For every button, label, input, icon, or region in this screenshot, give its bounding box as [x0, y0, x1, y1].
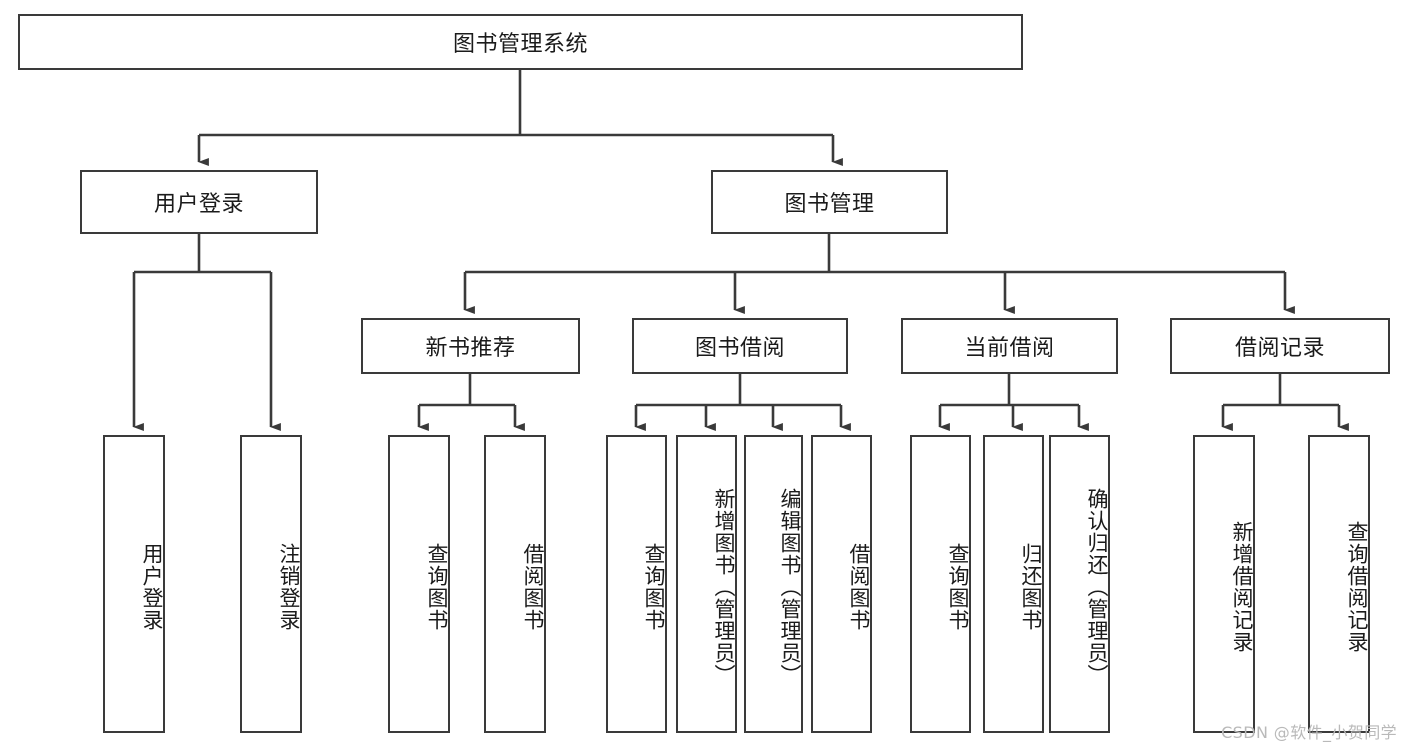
node-book-borrow[interactable]: 图书借阅 — [632, 318, 848, 374]
node-user-login[interactable]: 用户登录 — [80, 170, 318, 234]
leaf-add-book-admin-label: 新增图书（管理员） — [712, 488, 736, 686]
leaf-edit-book-admin[interactable]: 编辑图书（管理员） — [744, 435, 803, 733]
leaf-query-book-recommend-label: 查询图书 — [425, 543, 449, 631]
node-borrow-record[interactable]: 借阅记录 — [1170, 318, 1390, 374]
leaf-borrow-book[interactable]: 借阅图书 — [811, 435, 872, 733]
leaf-query-book-borrow-label: 查询图书 — [642, 543, 666, 631]
leaf-user-logout[interactable]: 注销登录 — [240, 435, 302, 733]
leaf-query-borrow-record[interactable]: 查询借阅记录 — [1308, 435, 1370, 733]
leaf-borrow-book-recommend[interactable]: 借阅图书 — [484, 435, 546, 733]
node-root-label: 图书管理系统 — [452, 32, 588, 57]
leaf-user-logout-label: 注销登录 — [277, 543, 301, 631]
leaf-user-login-label: 用户登录 — [140, 543, 164, 631]
leaf-query-borrow-record-label: 查询借阅记录 — [1345, 521, 1369, 653]
leaf-borrow-book-label: 借阅图书 — [847, 543, 871, 631]
node-current-borrow-label: 当前借阅 — [964, 336, 1055, 361]
node-user-login-label: 用户登录 — [153, 192, 244, 217]
leaf-add-borrow-record-label: 新增借阅记录 — [1230, 521, 1254, 653]
leaf-add-book-admin[interactable]: 新增图书（管理员） — [676, 435, 737, 733]
node-borrow-record-label: 借阅记录 — [1234, 336, 1325, 361]
node-new-book-recommend[interactable]: 新书推荐 — [361, 318, 580, 374]
node-book-manage-label: 图书管理 — [784, 192, 875, 217]
node-book-manage[interactable]: 图书管理 — [711, 170, 948, 234]
leaf-return-book[interactable]: 归还图书 — [983, 435, 1044, 733]
leaf-return-book-label: 归还图书 — [1019, 543, 1043, 631]
leaf-edit-book-admin-label: 编辑图书（管理员） — [778, 488, 802, 686]
node-book-borrow-label: 图书借阅 — [694, 336, 785, 361]
leaf-query-book-borrow[interactable]: 查询图书 — [606, 435, 667, 733]
csdn-watermark: CSDN @软件_小贺同学 — [1221, 723, 1397, 742]
leaf-query-book-current-label: 查询图书 — [946, 543, 970, 631]
leaf-user-login[interactable]: 用户登录 — [103, 435, 165, 733]
leaf-query-book-recommend[interactable]: 查询图书 — [388, 435, 450, 733]
leaf-confirm-return-admin-label: 确认归还（管理员） — [1085, 488, 1109, 686]
node-new-book-recommend-label: 新书推荐 — [425, 336, 516, 361]
node-root[interactable]: 图书管理系统 — [18, 14, 1023, 70]
leaf-query-book-current[interactable]: 查询图书 — [910, 435, 971, 733]
node-current-borrow[interactable]: 当前借阅 — [901, 318, 1118, 374]
leaf-add-borrow-record[interactable]: 新增借阅记录 — [1193, 435, 1255, 733]
leaf-borrow-book-recommend-label: 借阅图书 — [521, 543, 545, 631]
leaf-confirm-return-admin[interactable]: 确认归还（管理员） — [1049, 435, 1110, 733]
